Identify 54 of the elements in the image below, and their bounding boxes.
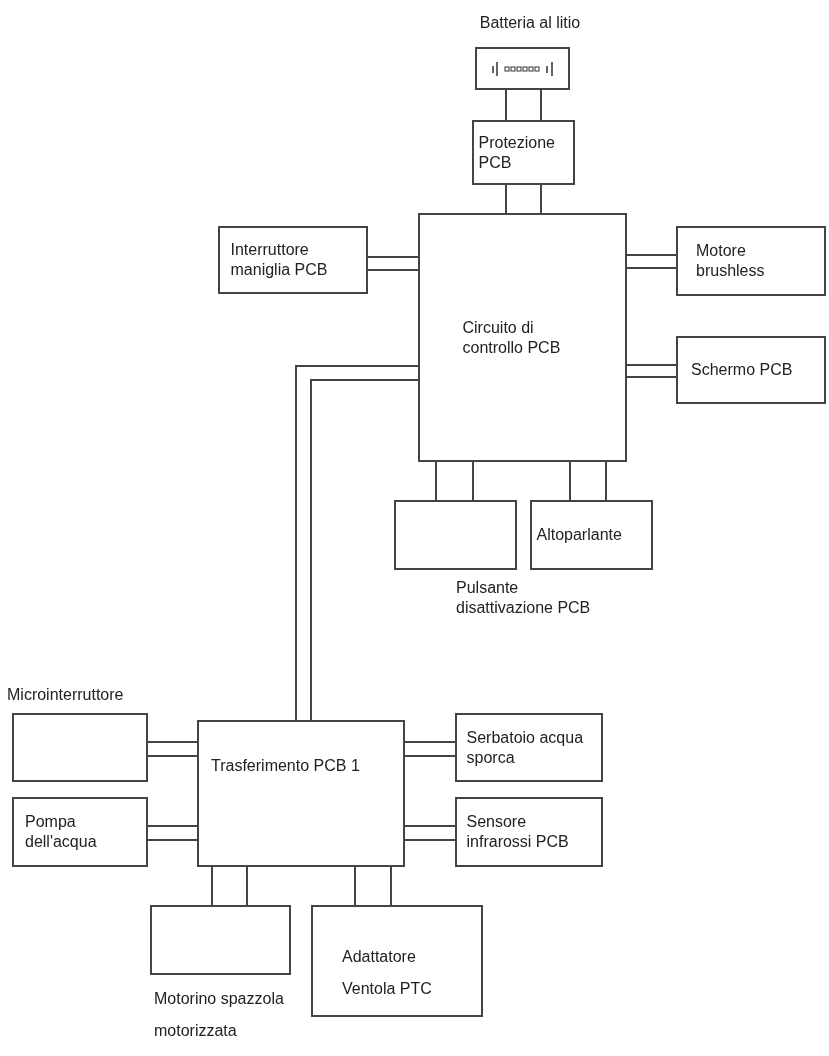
component-box: [311, 905, 483, 1017]
connector-line: [626, 376, 677, 378]
connector-line: [626, 364, 677, 366]
component-label: Microinterruttore: [7, 685, 125, 705]
connector-line: [246, 866, 248, 906]
connector-line: [626, 267, 677, 269]
component-box: [197, 720, 405, 867]
connector-line: [472, 461, 474, 501]
component-box: [218, 226, 368, 294]
connector-line: [147, 825, 198, 827]
component-box: [455, 713, 603, 782]
connector-line: [435, 461, 437, 501]
component-label: Motore brushless: [696, 241, 766, 281]
connector-line: [310, 379, 419, 721]
connector-line: [404, 741, 456, 743]
connector-line: [147, 839, 198, 841]
connector-line: [354, 866, 356, 906]
connector-line: [295, 365, 419, 721]
connector-line: [367, 256, 419, 258]
component-label: Pulsante disattivazione PCB: [456, 578, 592, 618]
connector-line: [390, 866, 392, 906]
component-box: [418, 213, 627, 462]
connector-line: [505, 184, 507, 214]
connector-line: [211, 866, 213, 906]
connector-line: [147, 741, 198, 743]
component-box: [12, 797, 148, 867]
component-label: Trasferimento PCB 1: [211, 756, 361, 776]
component-label: Sensore infrarossi PCB: [466, 812, 570, 852]
component-box: [455, 797, 603, 867]
connector-line: [626, 254, 677, 256]
component-label: Protezione PCB: [478, 132, 556, 173]
connector-line: [540, 89, 542, 121]
connector-line: [569, 461, 571, 501]
component-box: [472, 120, 575, 185]
component-label: Serbatoio acqua sporca: [466, 727, 585, 768]
connector-line: [505, 89, 507, 121]
component-box: [676, 336, 826, 404]
component-box: [676, 226, 826, 296]
connector-line: [605, 461, 607, 501]
component-label: Pompa dell'acqua: [25, 812, 98, 852]
connector-line: [367, 269, 419, 271]
connector-line: [540, 184, 542, 214]
component-label: Batteria al litio: [478, 13, 582, 33]
component-label: Altoparlante: [536, 525, 623, 545]
component-label: Adattatore Ventola PTC: [342, 947, 433, 999]
component-label: Interruttore maniglia PCB: [230, 240, 329, 280]
connector-line: [404, 755, 456, 757]
connector-line: [404, 825, 456, 827]
component-box: [530, 500, 653, 570]
component-label: Motorino spazzola motorizzata: [154, 989, 285, 1041]
component-label: Schermo PCB: [691, 360, 794, 380]
component-label: Circuito di controllo PCB: [462, 317, 562, 358]
connector-line: [147, 755, 198, 757]
connector-line: [404, 839, 456, 841]
